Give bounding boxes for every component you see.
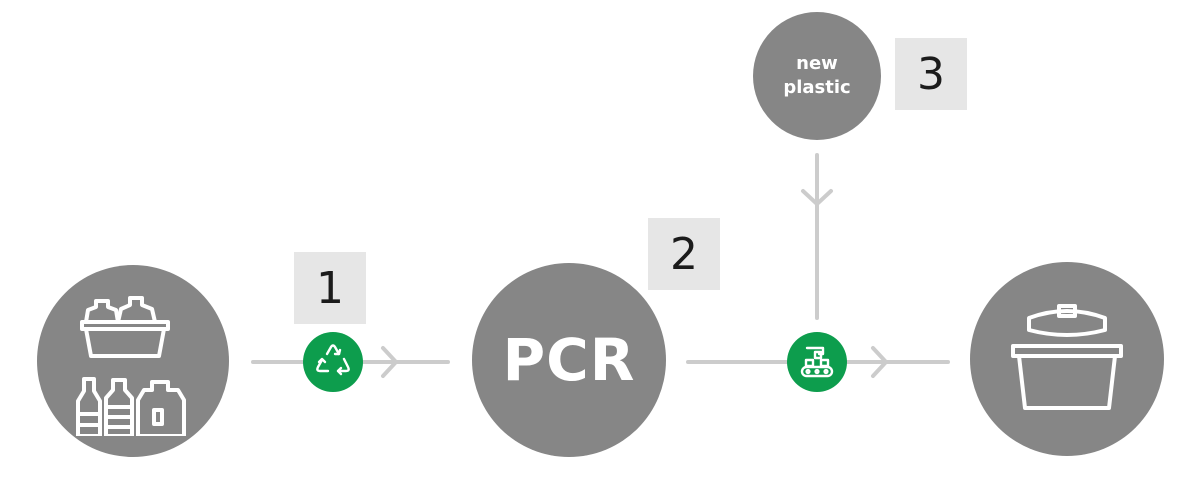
recycle-process	[303, 332, 363, 392]
step-number: 1	[316, 262, 344, 314]
pcr-node: PCR	[472, 263, 666, 457]
arrow-chevron-3	[801, 189, 833, 206]
step-badge-2: 2	[648, 218, 720, 290]
recycle-icon	[316, 344, 350, 376]
pcr-label: PCR	[502, 326, 636, 394]
arrow-chevron-2	[871, 346, 888, 378]
product-node	[970, 262, 1164, 456]
new-plastic-node: new plastic	[753, 12, 881, 140]
plastic-containers-icon	[76, 296, 186, 436]
step-badge-3: 3	[895, 38, 967, 110]
step-badge-1: 1	[294, 252, 366, 324]
step-number: 2	[670, 228, 698, 280]
waste-plastics-node	[37, 265, 229, 457]
new-plastic-label: new plastic	[783, 53, 851, 98]
arrow-chevron-1	[381, 346, 398, 378]
container-with-lid-icon	[1011, 304, 1123, 410]
manufacturing-process	[787, 332, 847, 392]
conveyor-belt-icon	[800, 346, 834, 378]
step-number: 3	[917, 48, 945, 100]
